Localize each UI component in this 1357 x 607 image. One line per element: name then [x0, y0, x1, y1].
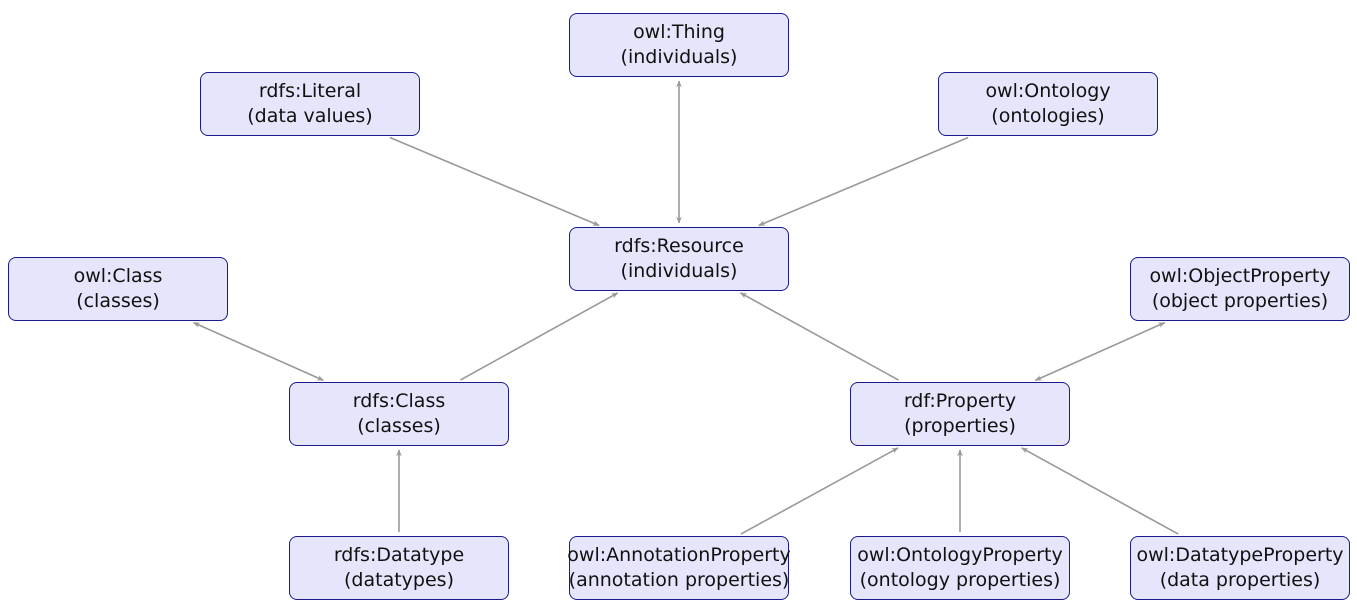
node-description: (individuals)	[620, 260, 738, 282]
node-owl-annotationproperty: owl:AnnotationProperty (annotation prope…	[567, 536, 791, 600]
node-name: owl:DatatypeProperty	[1136, 544, 1344, 566]
node-description: (data properties)	[1159, 569, 1321, 591]
node-rdfs-resource: rdfs:Resource (individuals)	[569, 227, 789, 291]
node-description: (properties)	[904, 415, 1016, 437]
node-description: (ontologies)	[991, 105, 1105, 127]
node-name: rdfs:Resource	[614, 235, 744, 257]
node-name: rdfs:Datatype	[333, 544, 465, 566]
node-name: owl:Class	[73, 265, 163, 287]
edge-rdfs-class-to-owl-class	[192, 321, 325, 382]
node-rdfs-literal: rdfs:Literal (data values)	[200, 72, 420, 136]
node-description: (data values)	[247, 105, 373, 127]
node-owl-objectproperty: owl:ObjectProperty (object properties)	[1130, 257, 1350, 321]
edge-rdfs-literal-to-rdfs-resource	[389, 136, 600, 227]
node-description: (classes)	[76, 290, 160, 312]
node-name: owl:ObjectProperty	[1149, 265, 1331, 287]
node-rdfs-class: rdfs:Class (classes)	[289, 382, 509, 446]
edge-owl-annotationproperty-to-rdf-property	[740, 447, 899, 535]
node-owl-ontology: owl:Ontology (ontologies)	[938, 72, 1158, 136]
node-owl-class: owl:Class (classes)	[8, 257, 228, 321]
node-description: (individuals)	[620, 46, 738, 68]
edge-rdfs-class-to-rdfs-resource	[459, 292, 619, 381]
node-owl-thing: owl:Thing (individuals)	[569, 13, 789, 77]
node-name: rdfs:Class	[352, 390, 446, 412]
node-description: (object properties)	[1151, 290, 1329, 312]
edge-owl-datatypeproperty-to-rdf-property	[1021, 447, 1179, 535]
node-description: (classes)	[357, 415, 441, 437]
node-description: (datatypes)	[344, 569, 454, 591]
edge-rdf-property-to-owl-objectproperty	[1034, 321, 1166, 382]
edge-rdf-property-to-rdfs-resource	[739, 292, 899, 381]
edge-owl-ontology-to-rdfs-resource	[758, 136, 969, 227]
node-owl-ontologyproperty: owl:OntologyProperty (ontology propertie…	[850, 536, 1070, 600]
node-rdfs-datatype: rdfs:Datatype (datatypes)	[289, 536, 509, 600]
node-name: owl:Thing	[633, 21, 725, 43]
node-name: rdfs:Literal	[258, 80, 362, 102]
node-name: owl:OntologyProperty	[857, 544, 1063, 566]
node-description: (ontology properties)	[859, 569, 1061, 591]
node-owl-datatypeproperty: owl:DatatypeProperty (data properties)	[1130, 536, 1350, 600]
node-rdf-property: rdf:Property (properties)	[850, 382, 1070, 446]
node-description: (annotation properties)	[568, 569, 790, 591]
node-name: rdf:Property	[903, 390, 1017, 412]
node-name: owl:Ontology	[985, 80, 1111, 102]
node-name: owl:AnnotationProperty	[567, 544, 791, 566]
